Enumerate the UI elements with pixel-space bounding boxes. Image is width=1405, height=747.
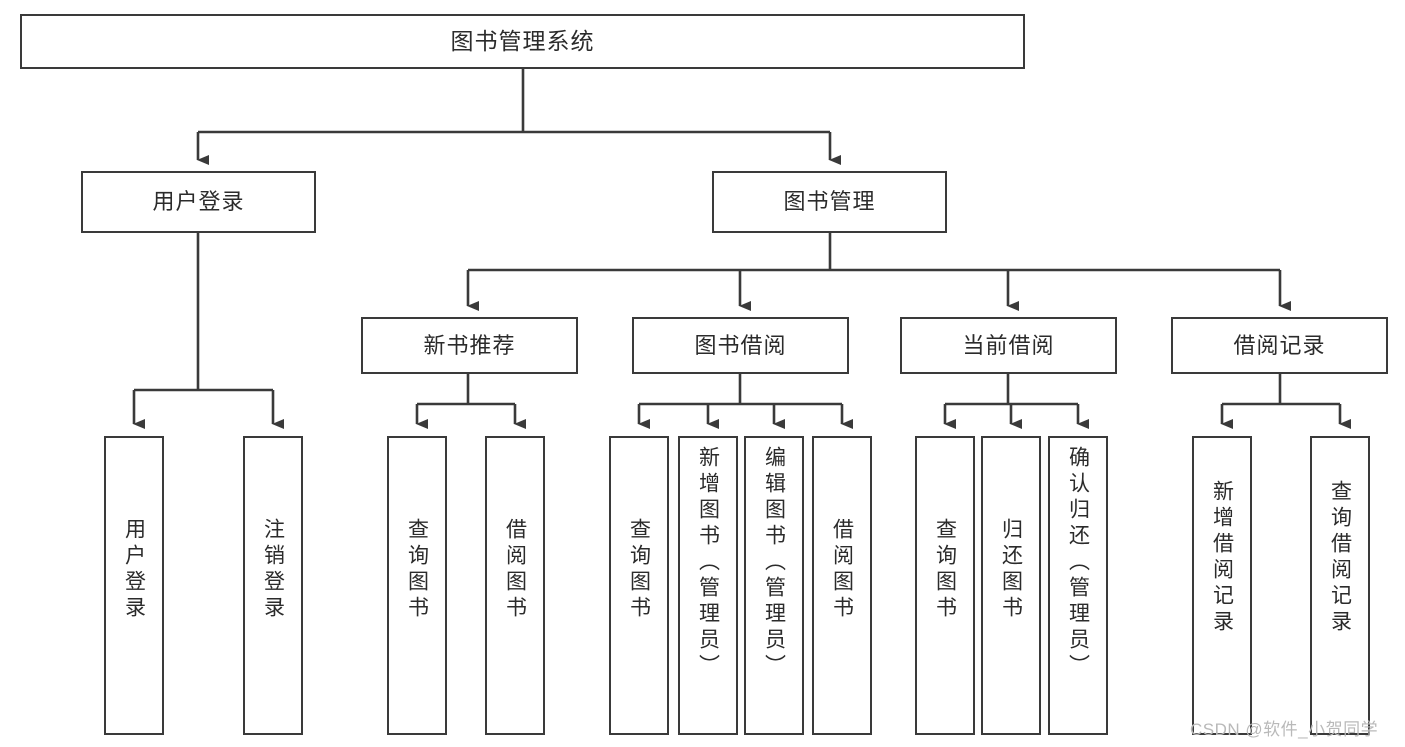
node-leaf-borrow-book-1[interactable]: 借阅图书	[485, 436, 545, 735]
node-leaf-add-book-label: 新增图书（管理员）	[696, 446, 720, 680]
node-book-borrow-label: 图书借阅	[694, 332, 787, 358]
node-leaf-query-book-1-label: 查询图书	[405, 518, 429, 622]
node-borrow-record-label: 借阅记录	[1233, 332, 1326, 358]
node-book-borrow[interactable]: 图书借阅	[632, 317, 849, 374]
node-current-borrow-label: 当前借阅	[962, 332, 1055, 358]
node-borrow-record[interactable]: 借阅记录	[1171, 317, 1388, 374]
node-leaf-logout[interactable]: 注销登录	[243, 436, 303, 735]
node-leaf-edit-book[interactable]: 编辑图书（管理员）	[744, 436, 804, 735]
node-user-login-label: 用户登录	[152, 189, 245, 215]
node-leaf-query-record[interactable]: 查询借阅记录	[1310, 436, 1370, 735]
node-book-manage-label: 图书管理	[783, 189, 876, 215]
node-leaf-return-book-label: 归还图书	[999, 518, 1023, 622]
node-leaf-return-book[interactable]: 归还图书	[981, 436, 1041, 735]
node-root-label: 图书管理系统	[450, 28, 595, 55]
node-leaf-query-book-3-label: 查询图书	[933, 518, 957, 622]
node-leaf-query-book-2-label: 查询图书	[627, 518, 651, 622]
node-current-borrow[interactable]: 当前借阅	[900, 317, 1117, 374]
node-book-manage[interactable]: 图书管理	[712, 171, 947, 233]
node-user-login[interactable]: 用户登录	[81, 171, 316, 233]
node-leaf-user-login-label: 用户登录	[122, 518, 146, 622]
node-leaf-edit-book-label: 编辑图书（管理员）	[762, 446, 786, 680]
node-leaf-query-book-1[interactable]: 查询图书	[387, 436, 447, 735]
node-new-book-rec[interactable]: 新书推荐	[361, 317, 578, 374]
node-leaf-logout-label: 注销登录	[261, 518, 285, 622]
node-leaf-query-book-3[interactable]: 查询图书	[915, 436, 975, 735]
node-leaf-borrow-book-2-label: 借阅图书	[830, 518, 854, 622]
node-new-book-rec-label: 新书推荐	[423, 332, 516, 358]
node-leaf-query-book-2[interactable]: 查询图书	[609, 436, 669, 735]
node-leaf-borrow-book-2[interactable]: 借阅图书	[812, 436, 872, 735]
node-root[interactable]: 图书管理系统	[20, 14, 1025, 69]
watermark: CSDN @软件_小贺同学	[1190, 720, 1379, 739]
node-leaf-add-record-label: 新增借阅记录	[1210, 480, 1234, 636]
node-leaf-add-record[interactable]: 新增借阅记录	[1192, 436, 1252, 735]
node-leaf-user-login[interactable]: 用户登录	[104, 436, 164, 735]
node-leaf-query-record-label: 查询借阅记录	[1328, 480, 1352, 636]
node-leaf-confirm-return-label: 确认归还（管理员）	[1066, 446, 1090, 680]
node-leaf-add-book[interactable]: 新增图书（管理员）	[678, 436, 738, 735]
node-leaf-borrow-book-1-label: 借阅图书	[503, 518, 527, 622]
node-leaf-confirm-return[interactable]: 确认归还（管理员）	[1048, 436, 1108, 735]
